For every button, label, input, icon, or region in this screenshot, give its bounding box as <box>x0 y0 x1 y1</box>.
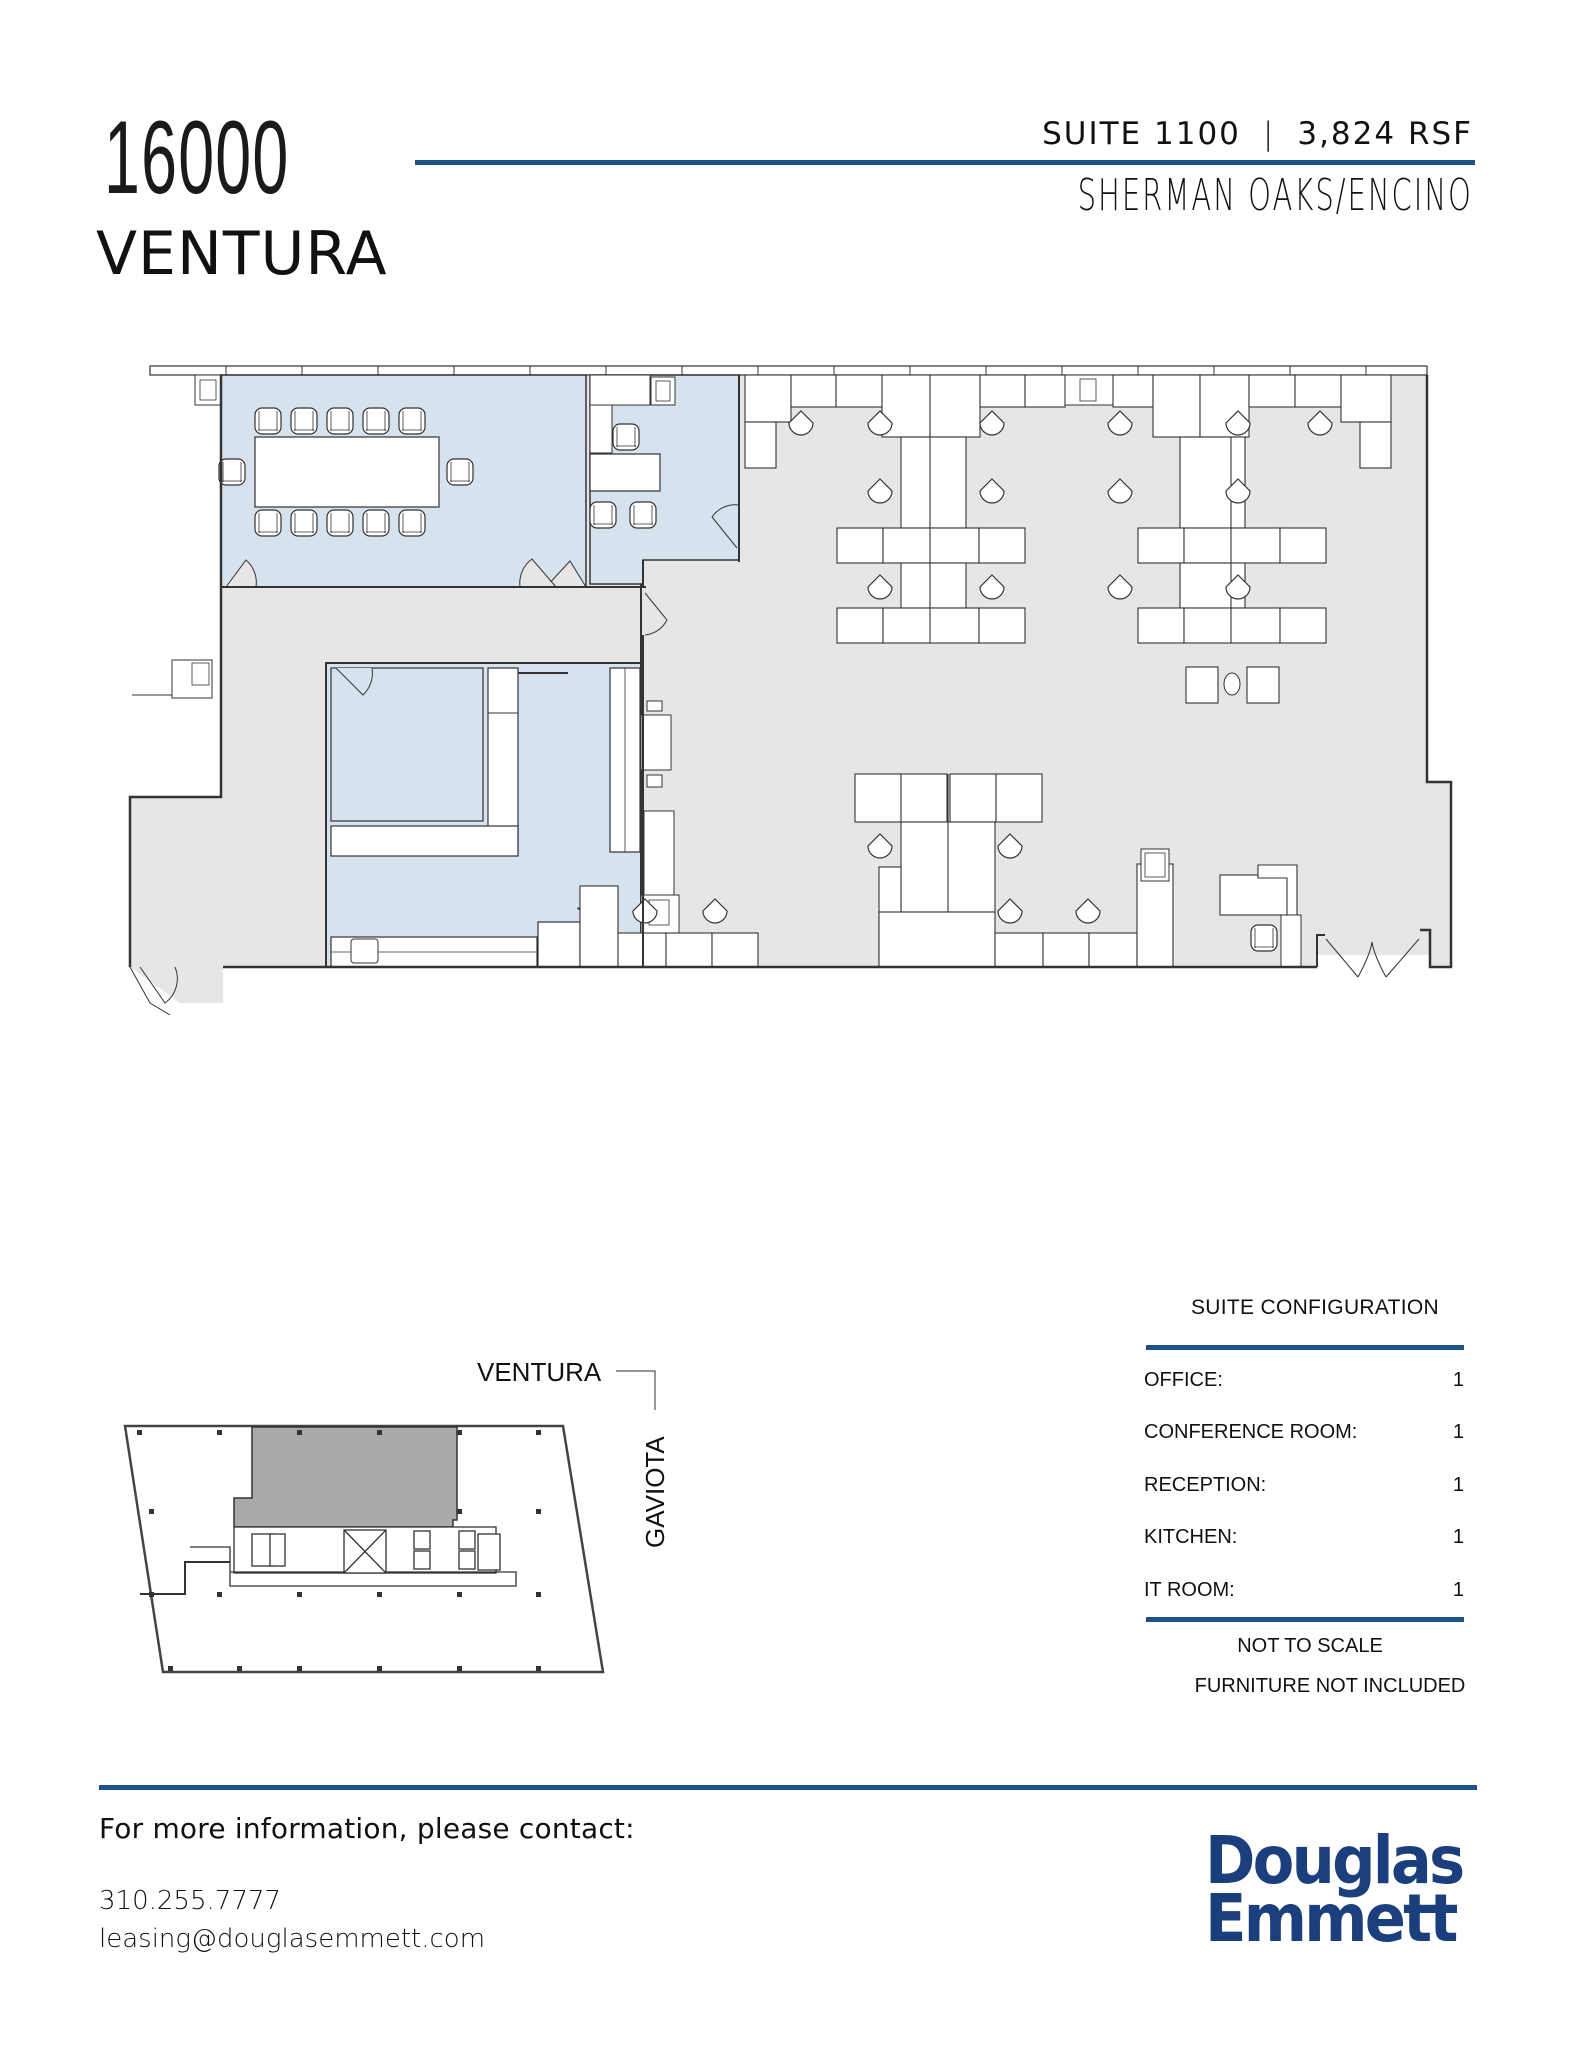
config-value: 1 <box>1452 1369 1464 1391</box>
suite-separator: | <box>1262 116 1276 152</box>
suite-info: SUITE 1100 | 3,824 RSF <box>1042 119 1473 150</box>
lounge-seating <box>1185 666 1280 704</box>
config-title: SUITE CONFIGURATION <box>1191 1296 1439 1319</box>
header-divider <box>415 160 1475 165</box>
window-wall <box>149 365 1428 376</box>
config-row-reception: RECEPTION: 1 <box>1144 1474 1464 1497</box>
suite-floor-plan <box>128 365 1453 1015</box>
building-key-plan <box>123 1370 656 1674</box>
street-label-gaviota: GAVIOTA <box>640 1436 670 1548</box>
douglas-emmett-logo: Douglas Emmett <box>1205 1822 1480 1957</box>
street-connector <box>616 1370 656 1410</box>
config-row-it-room: IT ROOM: 1 <box>1144 1579 1464 1602</box>
workstation-cluster-3 <box>577 773 1174 968</box>
submarket-location: SHERMAN OAKS/ENCINO <box>1077 170 1473 221</box>
contact-heading: For more information, please contact: <box>99 1812 635 1845</box>
office-desk <box>589 453 661 492</box>
workstation-cluster-1 <box>744 374 1066 644</box>
logo-line-1: Douglas <box>1205 1822 1465 1899</box>
entry-reception <box>1219 864 1302 968</box>
config-row-conference: CONFERENCE ROOM: 1 <box>1144 1421 1464 1444</box>
config-row-office: OFFICE: 1 <box>1144 1369 1464 1392</box>
config-row-kitchen: KITCHEN: 1 <box>1144 1526 1464 1549</box>
config-value: 1 <box>1452 1526 1464 1548</box>
config-label: KITCHEN: <box>1144 1526 1238 1548</box>
config-value: 1 <box>1452 1421 1464 1443</box>
contact-email[interactable]: leasing@douglasemmett.com <box>99 1924 486 1954</box>
building-core <box>140 1526 517 1595</box>
street-label-ventura: VENTURA <box>477 1357 602 1387</box>
furniture-note: FURNITURE NOT INCLUDED <box>1194 1675 1466 1697</box>
building-street: VENTURA <box>96 219 388 289</box>
refrigerator <box>537 921 581 968</box>
building-number: 16000 <box>104 100 290 216</box>
sink-icon <box>350 938 379 964</box>
entry-doors <box>1325 938 1420 978</box>
config-label: OFFICE: <box>1144 1369 1223 1391</box>
config-label: IT ROOM: <box>1144 1579 1235 1601</box>
contact-phone[interactable]: 310.255.7777 <box>99 1886 281 1916</box>
logo-line-2: Emmett <box>1205 1880 1458 1957</box>
suite-area: 3,824 RSF <box>1297 116 1473 152</box>
footer-divider <box>99 1785 1477 1790</box>
conference-table <box>254 436 440 508</box>
config-value: 1 <box>1452 1474 1464 1496</box>
not-to-scale-note: NOT TO SCALE <box>1237 1635 1383 1657</box>
suite-highlight <box>233 1426 458 1528</box>
config-value: 1 <box>1452 1579 1464 1601</box>
building-columns <box>137 1430 541 1671</box>
config-label: RECEPTION: <box>1144 1474 1267 1496</box>
suite-configuration-panel: SUITE CONFIGURATION OFFICE: 1 CONFERENCE… <box>1140 1296 1470 1697</box>
suite-number: SUITE 1100 <box>1042 116 1241 152</box>
config-bottom-rule <box>1146 1617 1464 1622</box>
config-label: CONFERENCE ROOM: <box>1144 1421 1358 1443</box>
it-room <box>330 667 484 822</box>
config-top-rule <box>1146 1345 1464 1350</box>
